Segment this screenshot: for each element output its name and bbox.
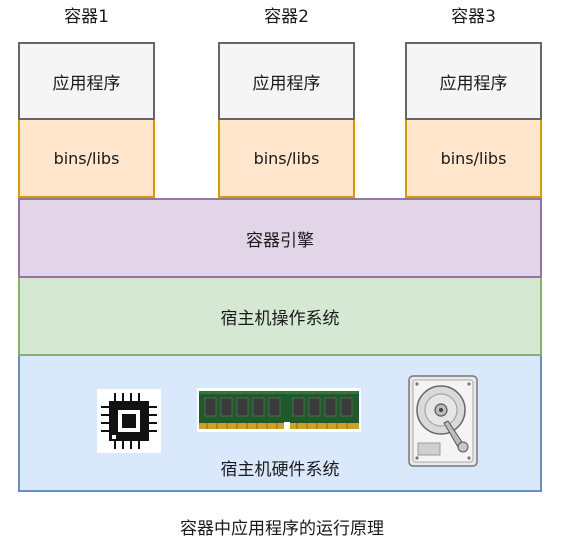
container-1-app-box: 应用程序 — [18, 42, 155, 120]
container-3-libs-label: bins/libs — [440, 148, 507, 168]
host-os-label: 宿主机操作系统 — [220, 308, 340, 329]
container-3-libs-box: bins/libs — [405, 120, 542, 198]
container-3-app-label: 应用程序 — [439, 73, 508, 94]
container-2-app-label: 应用程序 — [252, 73, 321, 94]
hard-disk-icon — [408, 375, 478, 467]
container-1-app-label: 应用程序 — [52, 73, 121, 94]
container-1-libs-label: bins/libs — [53, 148, 120, 168]
container-1-title: 容器1 — [64, 7, 109, 27]
host-hardware-label: 宿主机硬件系统 — [220, 459, 340, 480]
diagram-caption: 容器中应用程序的运行原理 — [180, 519, 384, 539]
container-engine-label: 容器引擎 — [246, 230, 314, 251]
container-engine-layer: 容器引擎 — [18, 198, 542, 278]
container-1-libs-box: bins/libs — [18, 120, 155, 198]
container-3-app-box: 应用程序 — [405, 42, 542, 120]
container-3-title: 容器3 — [451, 7, 496, 27]
cpu-chip-icon — [97, 389, 161, 453]
ram-module-icon — [197, 388, 361, 432]
host-os-layer: 宿主机操作系统 — [18, 278, 542, 356]
container-2-app-box: 应用程序 — [218, 42, 355, 120]
container-2-title: 容器2 — [264, 7, 309, 27]
container-2-libs-label: bins/libs — [253, 148, 320, 168]
container-2-libs-box: bins/libs — [218, 120, 355, 198]
